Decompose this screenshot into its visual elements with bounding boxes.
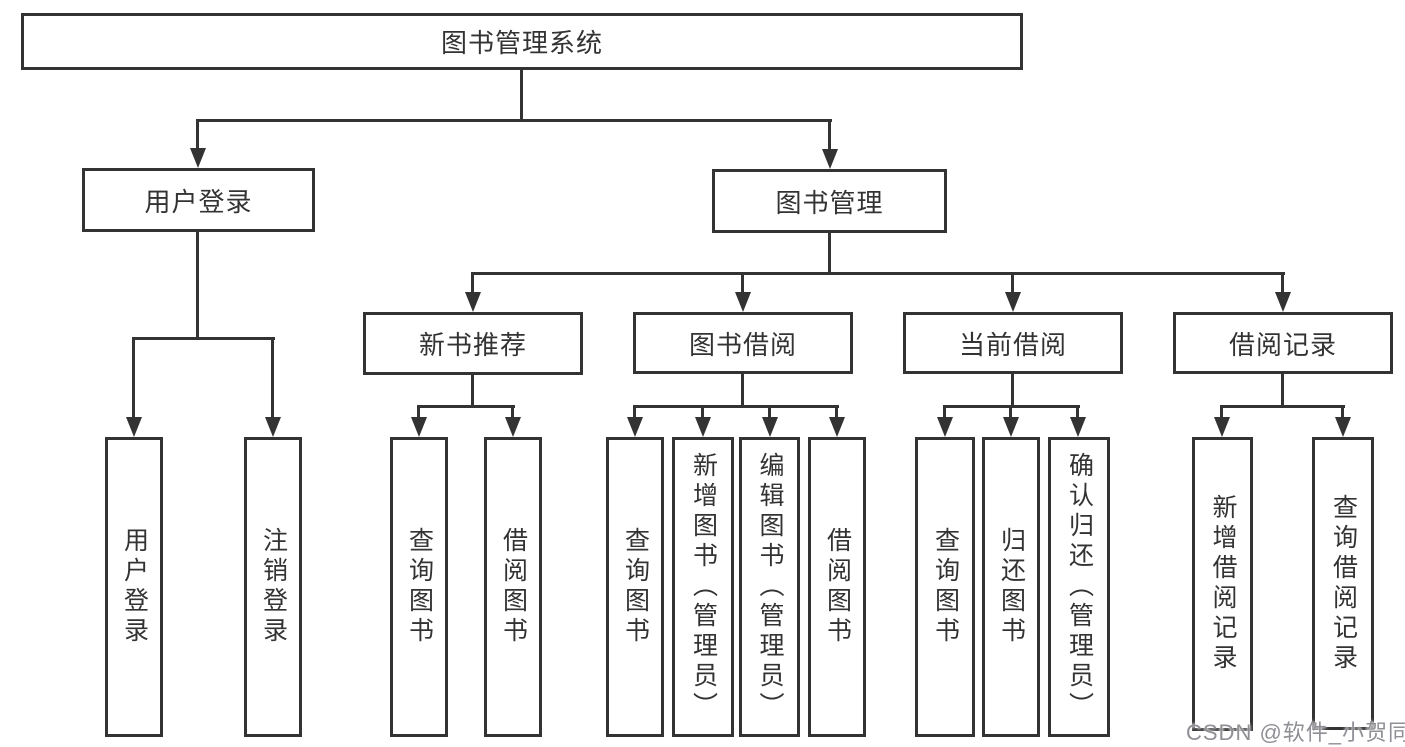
arrowhead-leaf-icon xyxy=(937,417,953,437)
connector-to-borrow-records xyxy=(1281,272,1284,294)
leaf-label: 查询图书 xyxy=(621,527,650,647)
node-current-borrow: 当前借阅 xyxy=(903,312,1123,374)
arrowhead-leaf-login-icon xyxy=(126,417,142,437)
connector-leaf xyxy=(633,405,636,419)
connector-to-book-mgmt xyxy=(828,119,831,151)
arrowhead-leaf-icon xyxy=(627,417,643,437)
connector-leaf xyxy=(1341,405,1344,419)
leaf-label: 查询借阅记录 xyxy=(1329,493,1358,674)
node-new-book-recommend: 新书推荐 xyxy=(363,312,583,375)
arrowhead-current-borrow-icon xyxy=(1005,292,1021,312)
arrowhead-leaf-icon xyxy=(411,417,427,437)
connector-root-hbar xyxy=(196,119,832,122)
connector-root-stem xyxy=(520,70,523,119)
leaf-borrow-books-recommend: 借阅图书 xyxy=(484,437,542,737)
connector-leaf xyxy=(1076,405,1079,419)
connector-mgmt-stem xyxy=(828,233,831,272)
leaf-label: 用户登录 xyxy=(120,527,149,647)
leaf-label: 编辑图书（管理员） xyxy=(756,452,784,722)
connector-leaf xyxy=(511,405,514,419)
leaf-add-books-admin: 新增图书（管理员） xyxy=(672,437,734,737)
arrowhead-leaf-icon xyxy=(1214,417,1230,437)
connector-currentborrow-stem xyxy=(1011,374,1014,405)
leaf-logout: 注销登录 xyxy=(244,437,302,737)
connector-newbook-hbar xyxy=(417,405,515,408)
connector-newbook-stem xyxy=(471,375,474,405)
arrowhead-leaf-icon xyxy=(695,417,711,437)
leaf-query-books-current: 查询图书 xyxy=(915,437,975,737)
node-borrow-records: 借阅记录 xyxy=(1173,312,1393,374)
connector-records-hbar xyxy=(1220,405,1345,408)
csdn-watermark: CSDN @软件_小贺同学 xyxy=(1186,720,1405,745)
leaf-edit-books-admin: 编辑图书（管理员） xyxy=(739,437,800,737)
arrowhead-leaf-icon xyxy=(1003,417,1019,437)
leaf-return-books: 归还图书 xyxy=(982,437,1040,737)
node-book-borrow: 图书借阅 xyxy=(633,312,853,374)
arrowhead-new-book-icon xyxy=(465,292,481,312)
connector-bookborrow-hbar xyxy=(633,405,839,408)
connector-leaf xyxy=(768,405,771,419)
leaf-label: 新增借阅记录 xyxy=(1209,494,1237,674)
arrowhead-leaf-icon xyxy=(1070,417,1086,437)
connector-leaf xyxy=(1220,405,1223,419)
connector-records-stem xyxy=(1281,374,1284,405)
connector-leaf xyxy=(417,405,420,419)
arrowhead-leaf-icon xyxy=(829,417,845,437)
leaf-label: 借阅图书 xyxy=(823,527,852,647)
arrowhead-borrow-records-icon xyxy=(1275,292,1291,312)
connector-login-hbar xyxy=(132,337,275,340)
connector-login-stem xyxy=(196,232,199,337)
connector-to-new-book xyxy=(471,272,474,294)
arrowhead-user-login-icon xyxy=(190,148,206,168)
arrowhead-leaf-icon xyxy=(1335,417,1351,437)
connector-to-book-borrow xyxy=(741,272,744,294)
node-user-login: 用户登录 xyxy=(82,168,315,232)
leaf-label: 确认归还（管理员） xyxy=(1065,452,1094,722)
node-root: 图书管理系统 xyxy=(21,13,1023,70)
leaf-query-books-borrow: 查询图书 xyxy=(606,437,664,737)
leaf-label: 新增图书（管理员） xyxy=(689,452,718,722)
connector-leaf xyxy=(835,405,838,419)
connector-leaf xyxy=(943,405,946,419)
arrowhead-leaf-icon xyxy=(505,417,521,437)
connector-to-user-login xyxy=(196,119,199,150)
leaf-borrow-books: 借阅图书 xyxy=(808,437,866,737)
connector-to-current-borrow xyxy=(1011,272,1014,294)
connector-to-leaf-logout xyxy=(271,337,274,419)
leaf-add-borrow-record: 新增借阅记录 xyxy=(1192,437,1253,731)
leaf-label: 注销登录 xyxy=(259,527,288,647)
leaf-query-borrow-record: 查询借阅记录 xyxy=(1312,437,1374,730)
leaf-user-login: 用户登录 xyxy=(105,437,163,737)
arrowhead-book-mgmt-icon xyxy=(822,149,838,169)
leaf-query-books-recommend: 查询图书 xyxy=(390,437,448,737)
node-book-management: 图书管理 xyxy=(712,169,947,233)
leaf-label: 借阅图书 xyxy=(499,527,528,647)
arrowhead-book-borrow-icon xyxy=(735,292,751,312)
leaf-confirm-return-admin: 确认归还（管理员） xyxy=(1048,437,1110,737)
connector-mgmt-hbar xyxy=(471,272,1285,275)
connector-bookborrow-stem xyxy=(741,374,744,405)
connector-leaf xyxy=(1009,405,1012,419)
leaf-label: 查询图书 xyxy=(405,527,434,647)
arrowhead-leaf-logout-icon xyxy=(265,417,281,437)
leaf-label: 归还图书 xyxy=(997,527,1026,647)
leaf-label: 查询图书 xyxy=(931,527,960,647)
connector-to-leaf-login xyxy=(132,337,135,419)
connector-leaf xyxy=(701,405,704,419)
arrowhead-leaf-icon xyxy=(762,417,778,437)
